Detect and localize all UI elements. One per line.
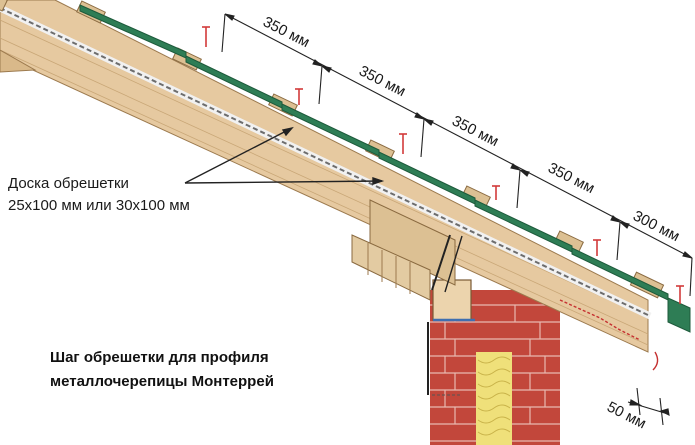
- screw-icon: [295, 88, 303, 105]
- callout-leaders: [184, 126, 385, 185]
- caption-line2: металлочерепицы Монтеррей: [50, 373, 274, 390]
- screw-icon: [399, 133, 407, 154]
- dimension-label-overhang: 50 мм: [604, 398, 649, 432]
- caption-line1: Шаг обрешетки для профиля: [50, 349, 269, 366]
- metal-tile-sheet: [79, 4, 691, 333]
- screw-icon: [593, 239, 601, 256]
- dimension-label: 350 мм: [356, 62, 408, 100]
- batten-callout-line1: Доска обрешетки: [8, 175, 129, 192]
- wall-plate: [427, 279, 475, 396]
- overhang-dimension: [627, 351, 670, 426]
- screw-icon: [202, 26, 210, 47]
- screw-icon: [492, 185, 500, 200]
- batten: [0, 0, 8, 12]
- screw-icon: [676, 285, 684, 304]
- soffit-boards: [351, 199, 463, 301]
- insulation: [476, 352, 512, 445]
- membrane: [0, 4, 652, 341]
- dimension-chain: [221, 13, 693, 297]
- batten-callout-line2: 25x100 мм или 30x100 мм: [8, 197, 190, 214]
- dimension-label: 350 мм: [545, 159, 597, 197]
- screws: [202, 26, 684, 304]
